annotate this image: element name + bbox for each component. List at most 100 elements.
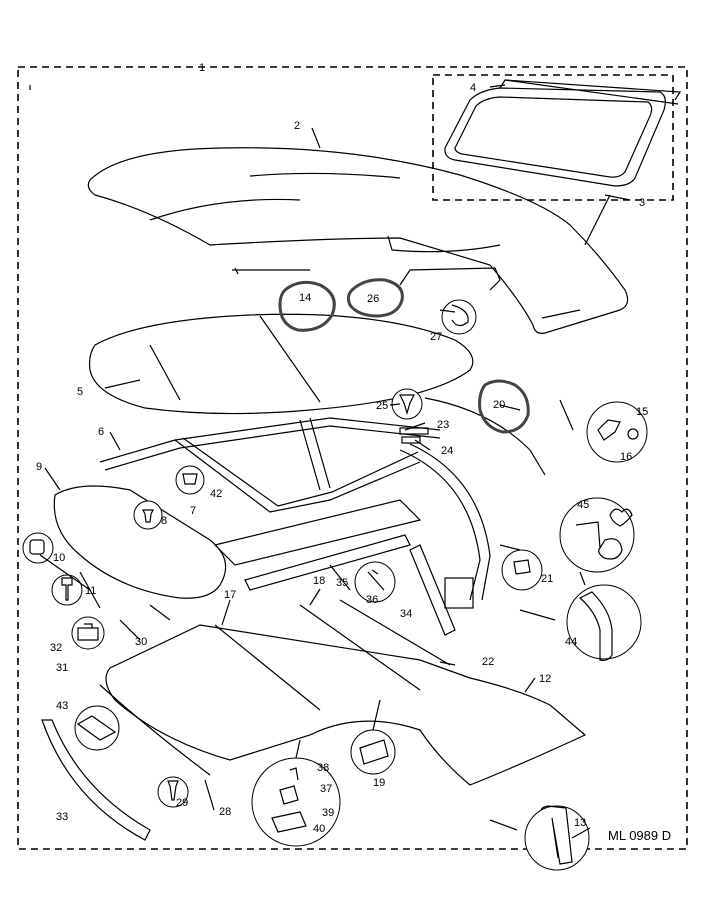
part-label-28: 28	[219, 806, 231, 818]
part-label-35: 35	[336, 577, 348, 589]
clip-15	[597, 419, 621, 441]
callout-44	[566, 584, 642, 660]
callout-13	[524, 805, 590, 871]
assembly-border	[17, 66, 688, 850]
part-label-31: 31	[56, 662, 68, 674]
part-label-21: 21	[541, 573, 553, 585]
highlight-circle-14	[278, 280, 336, 332]
part-label-7: 7	[190, 505, 196, 517]
part-label-17: 17	[224, 589, 236, 601]
hood-frame	[99, 417, 491, 609]
heart-clip-45	[609, 508, 633, 527]
headlining-panel	[88, 313, 474, 415]
highlight-circle-26	[346, 278, 404, 318]
callout-19	[350, 729, 396, 775]
nut-16	[627, 428, 639, 440]
rear-window-inset-border	[432, 74, 674, 201]
part-label-9: 9	[36, 461, 42, 473]
clip-13-detail	[541, 805, 573, 865]
soft-top-cover	[87, 147, 629, 334]
part-label-30: 30	[135, 636, 147, 648]
part-label-11: 11	[85, 585, 96, 597]
part-label-19: 19	[373, 777, 385, 789]
clip-36	[367, 569, 385, 591]
part-label-8: 8	[161, 515, 167, 527]
part-label-3: 3	[639, 197, 645, 209]
clip-19	[359, 739, 389, 765]
part-label-25: 25	[376, 400, 388, 412]
part-label-29: 29	[176, 797, 188, 809]
rear-window	[444, 79, 682, 187]
part-label-2: 2	[294, 120, 300, 132]
part-label-15: 15	[636, 406, 648, 418]
strip-28	[99, 684, 211, 776]
callout-42	[175, 465, 205, 495]
part-label-32: 32	[50, 642, 62, 654]
strut-34	[409, 544, 456, 636]
bracket-23	[399, 427, 429, 435]
callout-45	[559, 497, 635, 573]
callout-8	[133, 500, 163, 530]
hose-end-44	[578, 591, 613, 662]
clip-21	[513, 559, 531, 575]
part-label-33: 33	[56, 811, 68, 823]
highlight-circle-20	[478, 379, 530, 434]
part-labels: 1 2 3 4 5 6 7 8 9 10 11 12 13 14 15 16 1…	[36, 62, 648, 835]
bracket-37-40	[271, 767, 307, 833]
part-label-13: 13	[574, 817, 586, 829]
rear-panel	[53, 485, 227, 599]
rail-18	[299, 604, 421, 691]
part-label-16: 16	[620, 451, 632, 463]
part-label-34: 34	[400, 608, 412, 620]
drawing-code: ML 0989 D	[608, 828, 671, 843]
callout-29	[157, 776, 189, 808]
part-label-6: 6	[98, 426, 104, 438]
rail-22	[339, 599, 451, 666]
part-label-22: 22	[482, 656, 494, 668]
rail-17	[214, 624, 321, 711]
part-label-42: 42	[210, 488, 222, 500]
part-label-23: 23	[437, 419, 449, 431]
callout-43	[74, 705, 120, 751]
callout-11	[51, 574, 83, 606]
bracket-26	[399, 267, 501, 291]
part-label-1: 1	[199, 62, 205, 74]
leader-lines	[29, 84, 631, 839]
tonneau-cover	[105, 624, 587, 786]
callout-32	[71, 616, 105, 650]
trim-strip-20	[424, 397, 546, 476]
callout-27	[441, 299, 477, 335]
screw-8	[142, 509, 154, 523]
screw-29	[167, 780, 179, 801]
bolt-27	[439, 304, 469, 327]
part-label-39: 39	[322, 807, 334, 819]
part-label-26: 26	[367, 293, 379, 305]
part-label-45: 45	[577, 499, 589, 511]
part-label-44: 44	[565, 636, 577, 648]
part-label-18: 18	[313, 575, 325, 587]
part-label-20: 20	[493, 399, 505, 411]
bolt-11	[61, 577, 73, 601]
plug-42	[182, 473, 198, 485]
pad-24	[401, 436, 421, 444]
part-label-10: 10	[53, 552, 65, 564]
part-label-24: 24	[441, 445, 453, 457]
part-label-43: 43	[56, 700, 68, 712]
part-label-36: 36	[366, 594, 378, 606]
callout-25	[391, 388, 423, 420]
part-label-37: 37	[320, 783, 332, 795]
part-label-38: 38	[317, 762, 329, 774]
cross-bar-35	[244, 534, 411, 591]
pad-43	[76, 715, 117, 741]
part-label-5: 5	[77, 386, 83, 398]
part-label-14: 14	[299, 292, 311, 304]
part-label-4: 4	[470, 82, 476, 94]
clip-32	[77, 623, 99, 641]
callout-36	[354, 561, 396, 603]
strip-30	[149, 604, 171, 621]
cap-10	[29, 539, 45, 555]
trim-33	[41, 719, 151, 841]
callout-15-16	[586, 401, 648, 463]
nozzle-45	[575, 521, 623, 560]
